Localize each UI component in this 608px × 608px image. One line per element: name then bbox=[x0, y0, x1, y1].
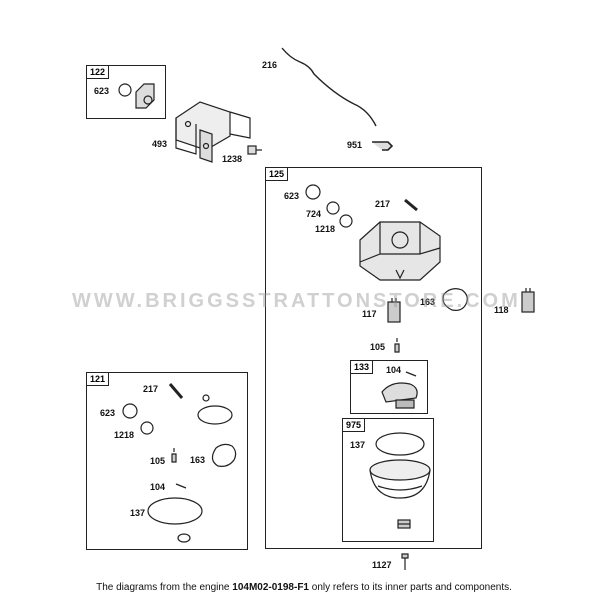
callout-137: 137 bbox=[350, 440, 366, 450]
callout-117: 117 bbox=[362, 309, 377, 319]
callout-724: 724 bbox=[306, 209, 322, 219]
jet-105-b bbox=[171, 448, 177, 463]
callout-217: 217 bbox=[375, 199, 391, 209]
o-ring-724 bbox=[326, 201, 340, 215]
o-ring-1218 bbox=[339, 214, 353, 228]
solenoid-117 bbox=[387, 298, 401, 323]
gasket-163-b bbox=[211, 443, 237, 467]
callout-1127: 1127 bbox=[372, 560, 392, 570]
callout-163-b: 163 bbox=[190, 455, 206, 465]
jet-105 bbox=[394, 338, 400, 353]
kit-tag-125: 125 bbox=[265, 167, 289, 181]
gasket-137 bbox=[375, 432, 425, 456]
screw-1127 bbox=[401, 553, 409, 570]
callout-104-b: 104 bbox=[150, 482, 166, 492]
screw-217-b bbox=[168, 383, 184, 399]
kit-tag-121: 121 bbox=[86, 372, 110, 386]
pin-104 bbox=[175, 483, 187, 489]
callout-951: 951 bbox=[347, 140, 363, 150]
callout-163: 163 bbox=[420, 297, 436, 307]
watermark: WWW.BRIGGSSTRATTONSTORE.COM bbox=[72, 290, 521, 312]
callout-137-b: 137 bbox=[130, 508, 146, 518]
o-ring-623 bbox=[118, 83, 132, 97]
gasket-163 bbox=[442, 288, 468, 311]
footer-prefix: The diagrams from the engine bbox=[96, 582, 233, 593]
large-o-ring-121 bbox=[197, 405, 233, 425]
callout-493: 493 bbox=[152, 139, 168, 149]
kit-box-975: 975 bbox=[342, 418, 434, 542]
solenoid-118 bbox=[521, 288, 535, 313]
footer-note: The diagrams from the engine 104M02-0198… bbox=[0, 582, 608, 593]
screw-217 bbox=[404, 198, 418, 212]
bowl-nut bbox=[397, 519, 411, 529]
callout-1218-b: 1218 bbox=[114, 430, 135, 440]
kit-box-133: 133 bbox=[350, 360, 428, 414]
fuel-inlet-fitting bbox=[135, 83, 155, 109]
callout-623-c: 623 bbox=[100, 408, 116, 418]
callout-1238: 1238 bbox=[222, 154, 243, 164]
callout-118: 118 bbox=[494, 305, 509, 315]
kit-tag-122: 122 bbox=[86, 65, 110, 79]
kit-tag-975: 975 bbox=[342, 418, 366, 432]
kit-box-121: 121 bbox=[86, 372, 248, 550]
small-ring-b bbox=[177, 533, 191, 543]
spring-951 bbox=[372, 141, 394, 151]
kit-tag-133: 133 bbox=[350, 360, 374, 374]
callout-623-b: 623 bbox=[284, 191, 300, 201]
footer-suffix: only refers to its inner parts and compo… bbox=[309, 582, 512, 593]
callout-105: 105 bbox=[370, 342, 386, 352]
callout-1218: 1218 bbox=[315, 224, 336, 234]
gasket-137-b bbox=[147, 497, 203, 525]
float-104 bbox=[381, 371, 418, 409]
bracket-493 bbox=[175, 101, 251, 163]
small-ring bbox=[202, 394, 210, 402]
float-bowl bbox=[369, 459, 431, 499]
callout-217-b: 217 bbox=[143, 384, 159, 394]
callout-104: 104 bbox=[386, 365, 402, 375]
callout-216: 216 bbox=[262, 60, 278, 70]
link-216 bbox=[281, 47, 377, 127]
carburetor-body bbox=[359, 221, 441, 281]
screw-1238 bbox=[247, 145, 262, 155]
kit-box-122: 122 bbox=[86, 65, 166, 119]
o-ring-1218-b bbox=[140, 421, 154, 435]
o-ring-623-c bbox=[122, 403, 138, 419]
callout-105-b: 105 bbox=[150, 456, 166, 466]
callout-623: 623 bbox=[94, 86, 110, 96]
engine-model: 104M02-0198-F1 bbox=[232, 582, 309, 593]
kit-box-125: 125 bbox=[265, 167, 482, 549]
o-ring-623-b bbox=[305, 184, 321, 200]
